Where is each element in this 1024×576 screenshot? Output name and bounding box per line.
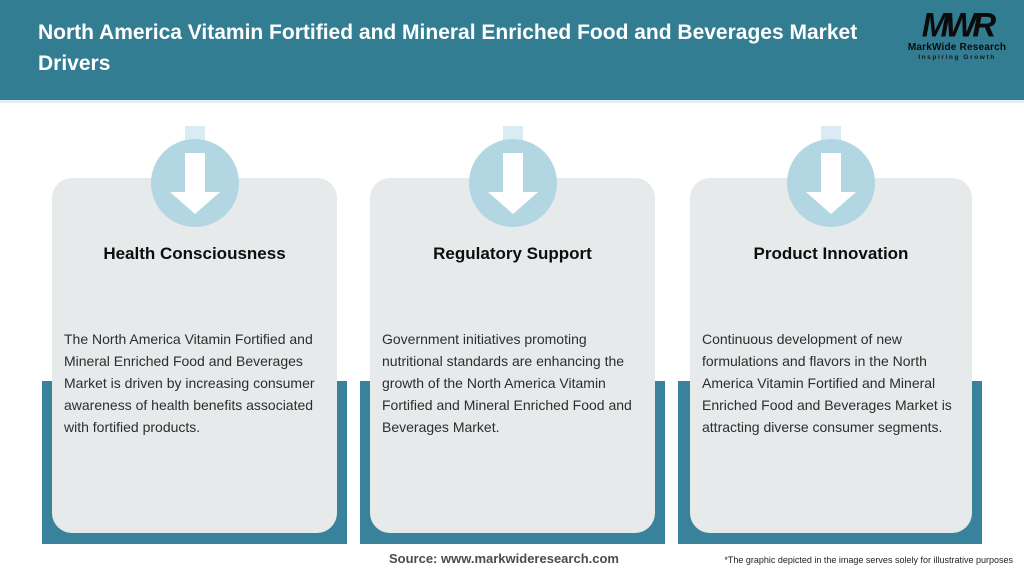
arrow-head <box>488 192 538 214</box>
arrow-head <box>170 192 220 214</box>
card-title: Health Consciousness <box>103 244 286 263</box>
page-title: North America Vitamin Fortified and Mine… <box>38 21 858 75</box>
source-text: Source: www.markwideresearch.com <box>388 551 619 566</box>
driver-card-regulatory-support: Regulatory Support Government initiative… <box>370 178 655 533</box>
header-divider <box>0 100 1024 103</box>
logo-tagline: Inspiring Growth <box>918 54 996 61</box>
card-description: Government initiatives promoting nutriti… <box>382 331 632 435</box>
arrow-shaft <box>185 153 205 193</box>
down-arrow-icon <box>787 126 875 227</box>
markwide-research-logo: MWR MarkWide Research Inspiring Growth <box>898 5 1016 61</box>
arrow-circle <box>787 139 875 227</box>
mwr-monogram-icon: MWR <box>921 5 996 44</box>
card-description: The North America Vitamin Fortified and … <box>64 331 315 435</box>
arrow-circle <box>469 139 557 227</box>
header-band: North America Vitamin Fortified and Mine… <box>0 0 1024 100</box>
arrow-circle <box>151 139 239 227</box>
down-arrow-icon <box>151 126 239 227</box>
arrow-shaft <box>503 153 523 193</box>
logo-name: MarkWide Research <box>907 42 1007 53</box>
driver-card-product-innovation: Product Innovation Continuous developmen… <box>690 178 972 533</box>
card-title: Product Innovation <box>753 244 909 263</box>
disclaimer-text: *The graphic depicted in the image serve… <box>724 555 1013 565</box>
card-title: Regulatory Support <box>433 244 592 263</box>
card-description: Continuous development of new formulatio… <box>702 331 952 435</box>
driver-card-health-consciousness: Health Consciousness The North America V… <box>52 178 337 533</box>
down-arrow-icon <box>469 126 557 227</box>
arrow-shaft <box>821 153 841 193</box>
arrow-head <box>806 192 856 214</box>
